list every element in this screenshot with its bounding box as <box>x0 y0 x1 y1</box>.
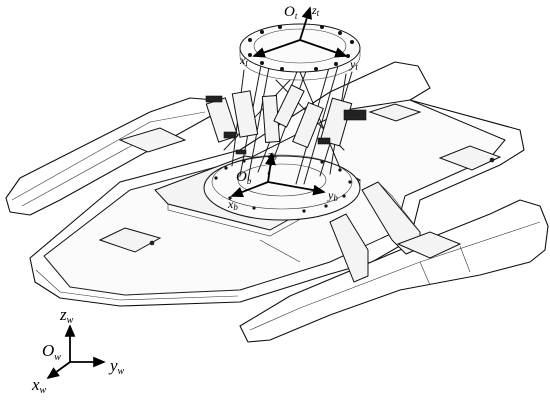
hexapod-actuators <box>205 59 367 185</box>
connector-struts <box>329 181 462 283</box>
world-y-label: yw <box>108 356 125 377</box>
base-x-axis <box>230 181 269 198</box>
top-ring <box>239 23 361 81</box>
top-frame-axes <box>252 6 348 58</box>
base-origin-label: Ob <box>236 169 252 186</box>
top-y-axis <box>299 39 348 58</box>
base-z-label: zb <box>267 149 277 162</box>
base-x-label: xb <box>227 197 238 212</box>
top-x-label: xt <box>239 53 248 68</box>
top-y-label: yt <box>349 57 358 72</box>
top-origin-label: Ot <box>284 4 298 21</box>
top-x-axis <box>252 39 301 58</box>
top-z-label: zt <box>311 3 320 18</box>
world-x-axis <box>46 361 71 380</box>
world-x-label: xw <box>31 375 47 396</box>
world-frame-axes <box>46 324 106 380</box>
world-z-label: zw <box>59 305 74 326</box>
base-y-axis <box>267 181 326 196</box>
base-z-axis <box>265 152 276 183</box>
top-z-axis <box>299 6 312 41</box>
world-origin-label: Ow <box>42 341 61 363</box>
base-y-label: yb <box>327 188 338 203</box>
base-frame-axes <box>230 152 326 198</box>
